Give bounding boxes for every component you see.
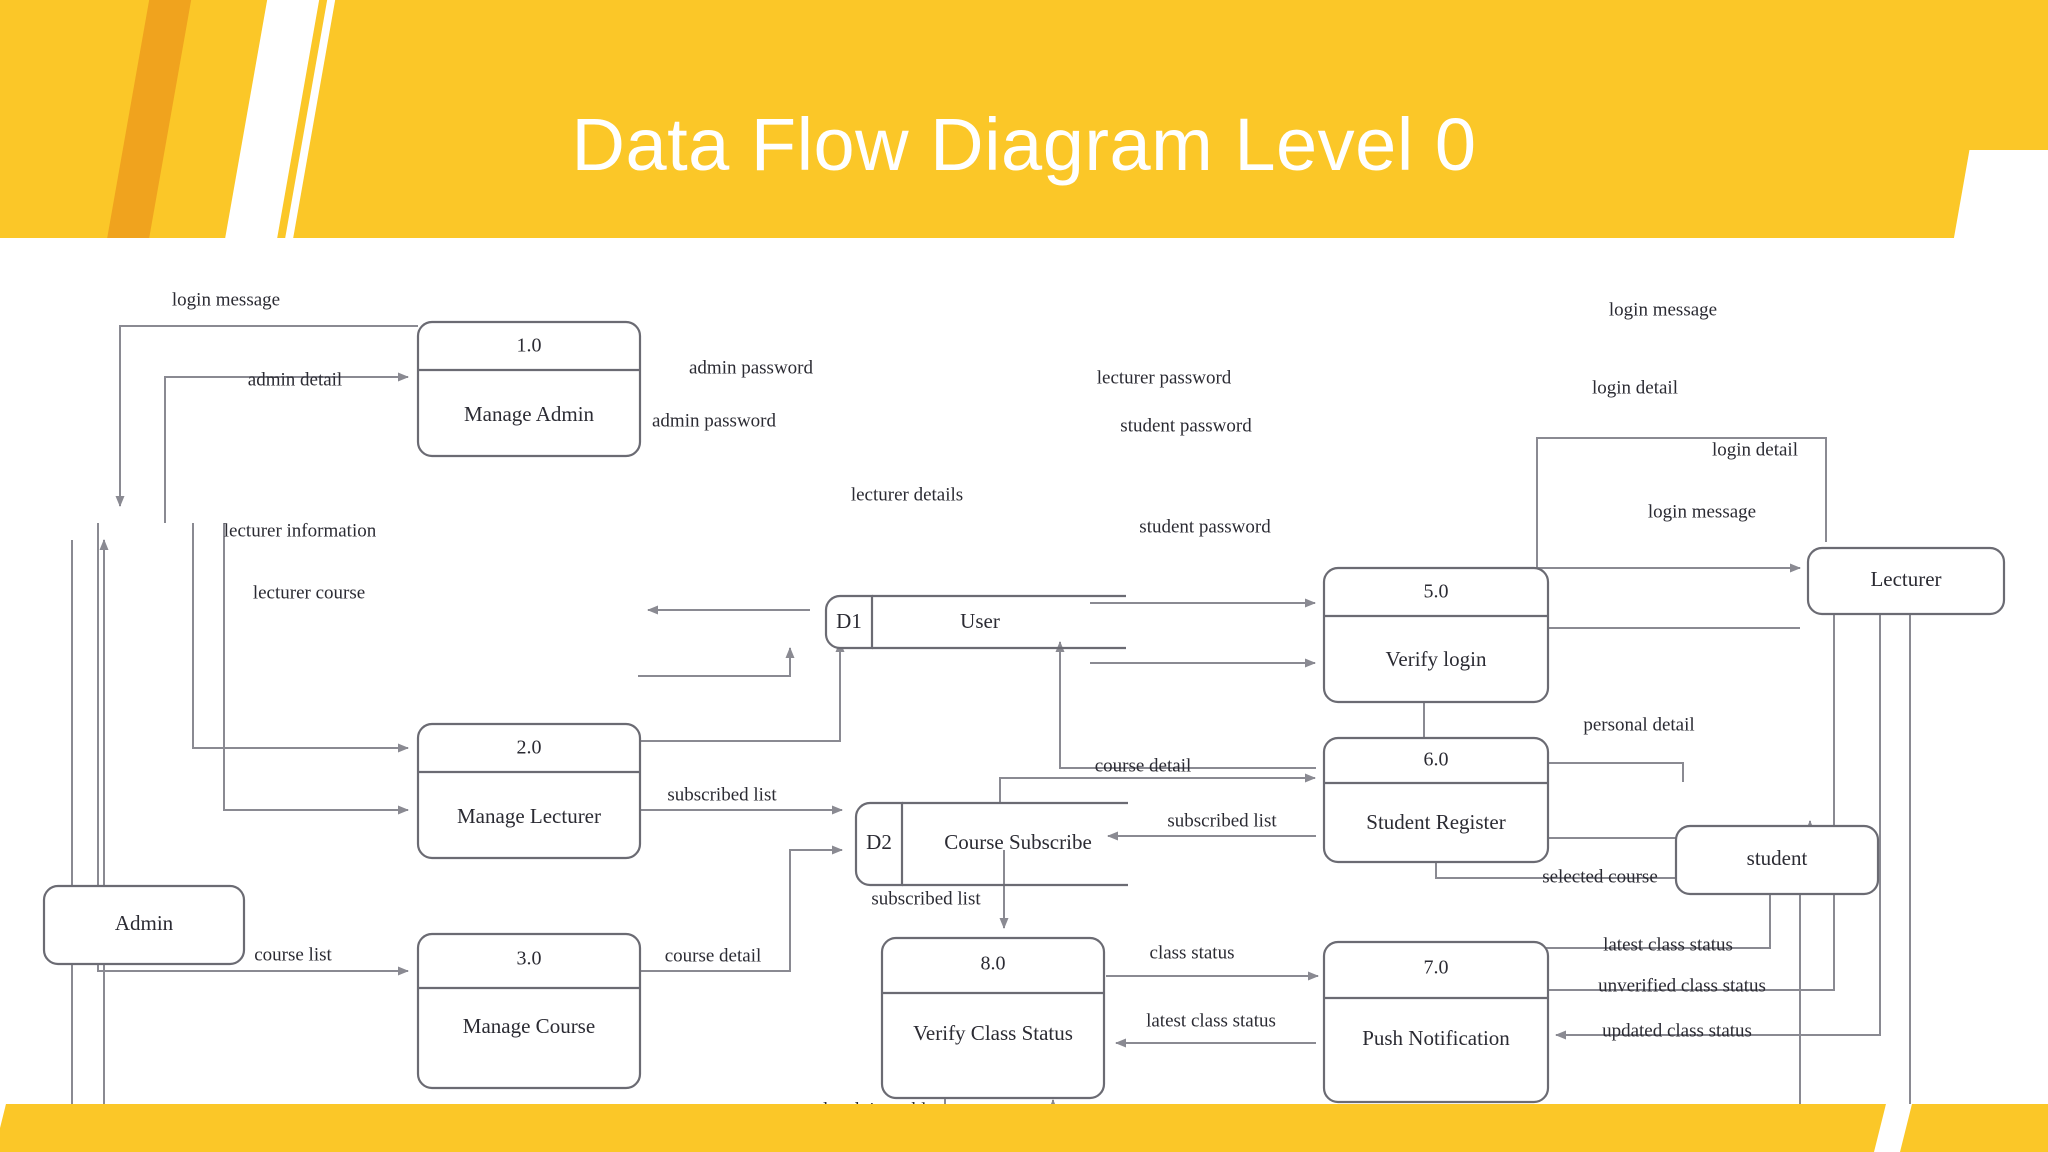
flow-label-f16: course detail bbox=[1095, 755, 1192, 776]
data-store-d1-open-lines bbox=[872, 594, 1126, 650]
flow-line-updated-class-status bbox=[1555, 550, 1881, 1040]
flow-line-lecturer-timetable bbox=[1905, 557, 1915, 1104]
flow-label-f28: updated timetable bbox=[799, 1099, 935, 1104]
page-title: Data Flow Diagram Level 0 bbox=[571, 103, 1477, 186]
process-6-name: Student Register bbox=[1366, 810, 1505, 834]
process-7-number: 7.0 bbox=[1424, 957, 1449, 979]
flow-label-f15: subscribed list bbox=[667, 784, 777, 805]
flow-label-f08: student password bbox=[1139, 516, 1271, 537]
flow-label-f18: personal detail bbox=[1583, 714, 1694, 735]
process-7-push-notification[interactable]: 7.0 Push Notification bbox=[1322, 940, 1550, 1104]
data-store-d2-course-subscribe[interactable]: D2 Course Subscribe bbox=[854, 801, 1128, 887]
process-2-box[interactable] bbox=[416, 722, 642, 860]
flow-line-lecturer-information bbox=[192, 523, 409, 753]
flow-label-f25: latest class status bbox=[1603, 934, 1733, 955]
flow-line-unverified-class-status bbox=[1546, 549, 1839, 991]
entity-lecturer-box[interactable] bbox=[1806, 546, 2006, 616]
flow-label-f07: lecturer details bbox=[851, 484, 963, 505]
entity-student-label: student bbox=[1747, 846, 1808, 870]
flow-line-admin-detail bbox=[164, 372, 409, 523]
flow-line-lecturer-course bbox=[223, 523, 409, 815]
data-store-d1-user[interactable]: D1 User bbox=[824, 594, 1126, 650]
process-8-name: Verify Class Status bbox=[913, 1021, 1073, 1045]
flow-label-f10: login detail bbox=[1592, 377, 1678, 398]
process-8-box[interactable] bbox=[880, 936, 1106, 1100]
process-3-number: 3.0 bbox=[517, 948, 542, 970]
process-5-box[interactable] bbox=[1322, 566, 1550, 704]
flow-label-f23: class status bbox=[1150, 942, 1235, 963]
process-7-box[interactable] bbox=[1322, 940, 1550, 1104]
flow-label-f09: login message bbox=[1609, 299, 1717, 320]
flow-label-f17: subscribed list bbox=[1167, 810, 1277, 831]
process-3-manage-course[interactable]: 3.0 Manage Course bbox=[416, 932, 642, 1090]
flow-label-f03: admin password bbox=[689, 357, 814, 378]
flow-label-f13: lecturer information bbox=[224, 520, 377, 541]
flow-label-f20: course list bbox=[254, 944, 332, 965]
process-3-box[interactable] bbox=[416, 932, 642, 1090]
data-store-d2-open-lines bbox=[902, 801, 1128, 887]
process-2-manage-lecturer[interactable]: 2.0 Manage Lecturer bbox=[416, 722, 642, 860]
flow-label-f14: lecturer course bbox=[253, 582, 365, 603]
process-1-box[interactable] bbox=[416, 320, 642, 458]
flow-line-course-detail-store bbox=[640, 845, 843, 972]
data-store-d2-number: D2 bbox=[866, 830, 892, 854]
flow-labels: login message admin detail admin passwor… bbox=[172, 289, 1798, 1104]
flow-label-f11: login detail bbox=[1712, 439, 1798, 460]
slide-footer bbox=[0, 1104, 2048, 1152]
footer-bar-right bbox=[1900, 1104, 2048, 1152]
flow-line-lecturer-details bbox=[640, 641, 845, 742]
entity-admin[interactable]: Admin bbox=[42, 884, 246, 966]
process-5-verify-login[interactable]: 5.0 Verify login bbox=[1322, 566, 1550, 704]
process-1-number: 1.0 bbox=[517, 335, 542, 357]
flow-label-f06: student password bbox=[1120, 415, 1252, 436]
process-5-number: 5.0 bbox=[1424, 581, 1449, 603]
flow-label-f05: lecturer password bbox=[1097, 367, 1232, 388]
process-6-student-register[interactable]: 6.0 Student Register bbox=[1322, 736, 1550, 864]
process-6-box[interactable] bbox=[1322, 736, 1550, 864]
entity-student-box[interactable] bbox=[1674, 824, 1880, 896]
flow-label-f21: course detail bbox=[665, 945, 762, 966]
flow-line-student-password-store bbox=[1055, 641, 1316, 769]
process-1-name: Manage Admin bbox=[464, 402, 595, 426]
entity-lecturer[interactable]: Lecturer bbox=[1806, 546, 2006, 616]
process-8-number: 8.0 bbox=[981, 953, 1006, 975]
entity-admin-box[interactable] bbox=[42, 884, 246, 966]
flow-line-login-message-admin bbox=[115, 325, 418, 507]
flow-label-f02: admin detail bbox=[248, 369, 342, 390]
entity-student[interactable]: student bbox=[1674, 824, 1880, 896]
process-5-name: Verify login bbox=[1386, 647, 1487, 671]
flow-label-f26: unverified class status bbox=[1598, 975, 1766, 996]
data-store-d1-number: D1 bbox=[836, 609, 862, 633]
process-1-manage-admin[interactable]: 1.0 Manage Admin bbox=[416, 320, 642, 458]
flow-line-course-detail-register bbox=[999, 773, 1316, 803]
process-6-number: 6.0 bbox=[1424, 749, 1449, 771]
process-2-name: Manage Lecturer bbox=[457, 804, 601, 828]
flow-line-admin-password-out bbox=[638, 647, 795, 677]
flow-label-f22: subscribed list bbox=[871, 888, 981, 909]
slide-header: Data Flow Diagram Level 0 bbox=[0, 0, 2048, 238]
process-2-number: 2.0 bbox=[517, 737, 542, 759]
flow-label-f27: updated class status bbox=[1602, 1020, 1752, 1041]
flow-line-timetable-information bbox=[99, 539, 109, 1104]
dfd-diagram: 1.0 Manage Admin 2.0 Manage Lecturer 3.0… bbox=[0, 238, 2048, 1104]
process-3-name: Manage Course bbox=[463, 1014, 595, 1038]
flow-label-f24: latest class status bbox=[1146, 1010, 1276, 1031]
flow-line-student-timetable bbox=[1795, 847, 1805, 1104]
flow-label-f04: admin password bbox=[652, 410, 777, 431]
process-7-name: Push Notification bbox=[1362, 1026, 1510, 1050]
flow-label-f12: login message bbox=[1648, 501, 1756, 522]
entity-admin-label: Admin bbox=[115, 911, 174, 935]
flow-line-course-list bbox=[97, 523, 409, 976]
flow-label-f19: selected course bbox=[1542, 866, 1658, 887]
flow-line-timetable-new-data bbox=[71, 540, 73, 1104]
data-store-d2-name: Course Subscribe bbox=[944, 830, 1092, 854]
footer-bar-left bbox=[0, 1104, 1886, 1152]
data-store-d1-name: User bbox=[960, 609, 1000, 633]
process-8-verify-class-status[interactable]: 8.0 Verify Class Status bbox=[880, 936, 1106, 1100]
flow-label-f01: login message bbox=[172, 289, 280, 310]
entity-lecturer-label: Lecturer bbox=[1870, 567, 1941, 591]
